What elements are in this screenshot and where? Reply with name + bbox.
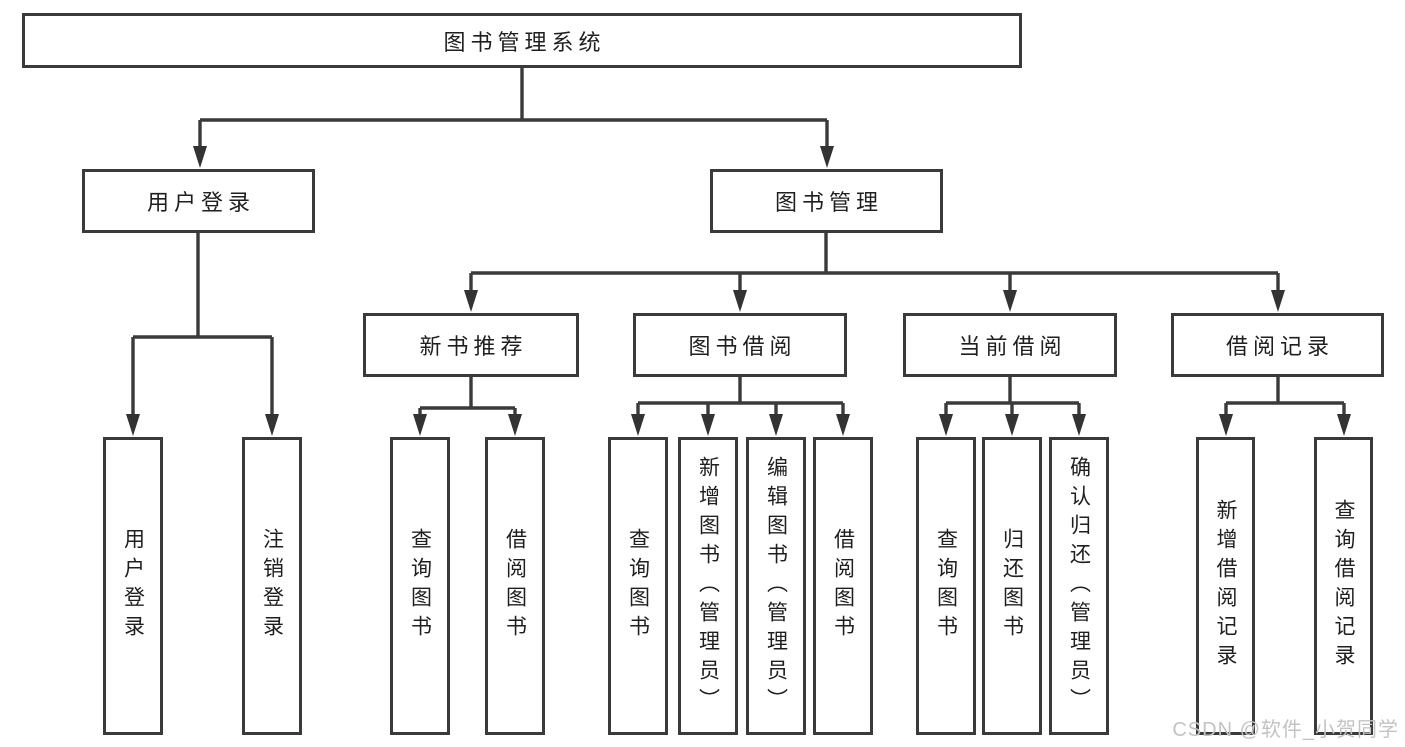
- node-current-borrowing: 当前借阅: [903, 313, 1117, 377]
- node-book-management: 图书管理: [710, 169, 943, 233]
- leaf-borrow-books-1-label: 借阅图书: [503, 528, 527, 644]
- leaf-query-borrow-record-label: 查询借阅记录: [1332, 499, 1355, 673]
- leaf-user-login: 用户登录: [103, 437, 163, 735]
- leaf-confirm-return-admin-label: 确认归还︵管理员︶: [1067, 455, 1091, 717]
- node-book-borrowing: 图书借阅: [633, 313, 847, 377]
- connector-book-mgmt-to-level3: [464, 233, 1285, 312]
- leaf-return-books-label: 归还图书: [1000, 528, 1024, 644]
- connector-book-borrow-to-leaves: [631, 377, 850, 436]
- node-library-system-label: 图书管理系统: [443, 29, 606, 55]
- leaf-add-book-admin: 新增图书︵管理员︶: [678, 437, 738, 735]
- leaf-query-borrow-record: 查询借阅记录: [1314, 437, 1373, 735]
- leaf-edit-book-admin: 编辑图书︵管理员︶: [746, 437, 806, 735]
- node-current-borrowing-label: 当前借阅: [958, 334, 1067, 359]
- node-borrowing-records-label: 借阅记录: [1225, 334, 1334, 359]
- connector-borrow-record-to-leaves: [1219, 377, 1351, 436]
- node-new-book-recommend: 新书推荐: [363, 313, 579, 377]
- leaf-query-books-3-label: 查询图书: [934, 528, 958, 644]
- leaf-add-borrow-record: 新增借阅记录: [1196, 437, 1255, 735]
- connector-root-to-level2: [193, 68, 834, 168]
- leaf-borrow-books-1: 借阅图书: [485, 437, 545, 735]
- node-borrowing-records: 借阅记录: [1171, 313, 1384, 377]
- connector-new-book-to-leaves: [413, 377, 522, 436]
- leaf-edit-book-admin-label: 编辑图书︵管理员︶: [764, 455, 788, 717]
- leaf-logout: 注销登录: [242, 437, 302, 735]
- leaf-borrow-books-2-label: 借阅图书: [831, 528, 855, 644]
- leaf-query-books-2: 查询图书: [608, 437, 668, 735]
- node-new-book-recommend-label: 新书推荐: [419, 334, 528, 359]
- leaf-logout-label: 注销登录: [260, 528, 284, 644]
- leaf-user-login-label: 用户登录: [121, 528, 145, 644]
- leaf-return-books: 归还图书: [982, 437, 1042, 735]
- leaf-query-books-1-label: 查询图书: [408, 528, 432, 644]
- node-book-borrowing-label: 图书借阅: [688, 334, 797, 359]
- leaf-query-books-1: 查询图书: [390, 437, 450, 735]
- connector-current-borrow-to-leaves: [939, 377, 1086, 436]
- leaf-add-borrow-record-label: 新增借阅记录: [1214, 499, 1237, 673]
- node-book-management-label: 图书管理: [774, 190, 883, 215]
- leaf-borrow-books-2: 借阅图书: [813, 437, 873, 735]
- node-user-login-label: 用户登录: [146, 190, 255, 215]
- watermark-text: CSDN @软件_小贺同学: [1172, 719, 1399, 741]
- leaf-query-books-3: 查询图书: [916, 437, 976, 735]
- leaf-add-book-admin-label: 新增图书︵管理员︶: [696, 455, 720, 717]
- leaf-confirm-return-admin: 确认归还︵管理员︶: [1049, 437, 1109, 735]
- leaf-query-books-2-label: 查询图书: [626, 528, 650, 644]
- node-library-system: 图书管理系统: [22, 13, 1022, 68]
- connector-user-login-to-leaves: [126, 233, 279, 436]
- node-user-login: 用户登录: [82, 169, 315, 233]
